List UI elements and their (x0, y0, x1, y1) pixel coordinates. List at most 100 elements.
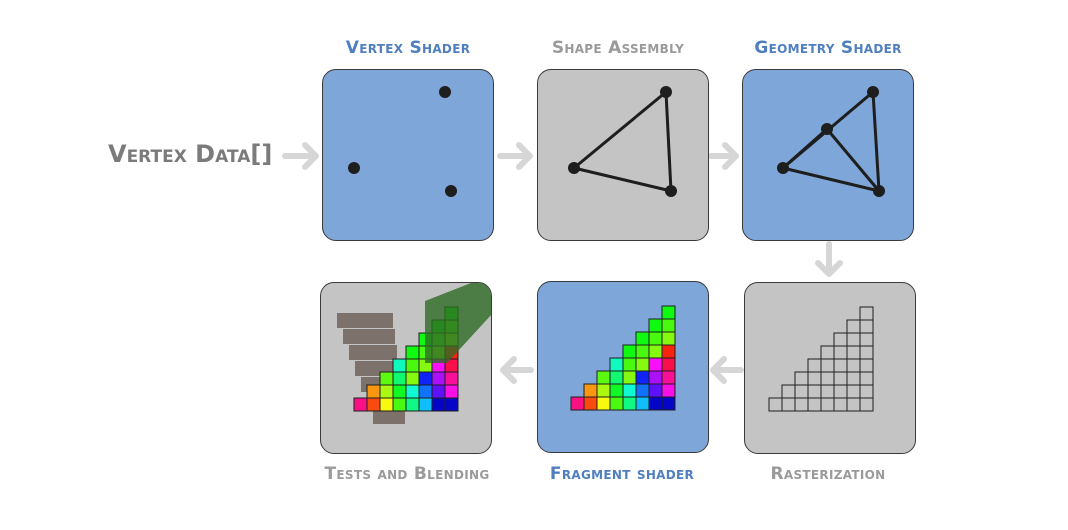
pixel-cell (794, 371, 809, 386)
pixel-cell (859, 384, 874, 399)
fragment-shader-label: Fragment shader (549, 464, 695, 484)
pixel-cell (609, 396, 624, 411)
pixel-cell (859, 332, 874, 347)
pixel-cell (859, 306, 874, 321)
tests-and-blending-label: Tests and Blending (324, 464, 490, 484)
arrow-down-icon (815, 241, 843, 277)
blend-gray-step (373, 409, 405, 424)
pixel-cell (781, 397, 796, 412)
pixel-cell (635, 357, 650, 372)
pixel-cell (353, 397, 368, 412)
pixel-cell (807, 384, 822, 399)
pixel-cell (807, 371, 822, 386)
pixel-cell (405, 371, 420, 386)
subdivided-triangle-icon (777, 86, 885, 197)
rasterization-label: Rasterization (770, 464, 886, 484)
pixel-cell (583, 396, 598, 411)
pixel-cell (820, 358, 835, 373)
pixel-cell (846, 384, 861, 399)
pixel-cell (648, 396, 663, 411)
pixel-cell (622, 383, 637, 398)
pixel-cell (622, 396, 637, 411)
pixel-cell (418, 397, 433, 412)
pixel-cell (859, 371, 874, 386)
pixel-cell (418, 371, 433, 386)
pixel-cell (379, 397, 394, 412)
shape-assembly-stage (537, 69, 709, 241)
pixel-cell (609, 370, 624, 385)
pixel-cell (846, 332, 861, 347)
pixel-cell (820, 397, 835, 412)
fragment-shader-stage (537, 281, 709, 453)
pixel-cell (418, 384, 433, 399)
pixel-cell (583, 383, 598, 398)
pixel-cell (379, 371, 394, 386)
blended-pixel-grid-icon (337, 283, 491, 424)
pixel-cell (794, 384, 809, 399)
pixel-cell (622, 357, 637, 372)
pixel-cell (661, 396, 676, 411)
pixel-cell (444, 371, 459, 386)
colored-pixel-grid-icon (570, 305, 676, 411)
pixel-cell (661, 318, 676, 333)
pixel-cell (846, 319, 861, 334)
pixel-cell (661, 344, 676, 359)
pixel-cell (859, 397, 874, 412)
pixel-cell (833, 384, 848, 399)
pixel-cell (648, 344, 663, 359)
pixel-cell (635, 383, 650, 398)
arrow-left-icon (500, 356, 534, 384)
blend-gray-step (343, 329, 395, 344)
pixel-cell (833, 345, 848, 360)
pixel-cell (635, 331, 650, 346)
pixel-cell (833, 332, 848, 347)
pixel-cell (596, 383, 611, 398)
pixel-cell (781, 384, 796, 399)
pixel-cell (794, 397, 809, 412)
pixel-cell (648, 383, 663, 398)
pixel-cell (661, 357, 676, 372)
pixel-cell (661, 331, 676, 346)
pixel-cell (807, 358, 822, 373)
blend-gray-step (337, 313, 393, 328)
arrow-left-icon (710, 356, 744, 384)
pixel-cell (392, 384, 407, 399)
pixel-cell (431, 384, 446, 399)
pixel-cell (661, 370, 676, 385)
pixel-cell (661, 383, 676, 398)
pixel-cell (596, 370, 611, 385)
pixel-cell (431, 371, 446, 386)
pixel-cell (820, 345, 835, 360)
pixel-cell (846, 358, 861, 373)
three-points-icon (348, 86, 457, 197)
rasterization-stage (744, 282, 916, 454)
pixel-cell (833, 397, 848, 412)
pixel-cell (392, 397, 407, 412)
pixel-cell (661, 305, 676, 320)
vertex-shader-stage (322, 69, 494, 241)
pixel-cell (648, 357, 663, 372)
pixel-cell (622, 344, 637, 359)
geometry-shader-label: Geometry Shader (754, 38, 902, 58)
geometry-shader-stage (742, 69, 914, 241)
pixel-cell (405, 358, 420, 373)
tests-and-blending-stage (320, 282, 492, 454)
pixel-cell (648, 370, 663, 385)
pixel-cell (648, 331, 663, 346)
pixel-cell (846, 397, 861, 412)
pixel-cell (431, 397, 446, 412)
pixel-cell (859, 319, 874, 334)
pixel-cell (846, 345, 861, 360)
pixel-cell (807, 397, 822, 412)
pixel-cell (820, 371, 835, 386)
pixel-cell (768, 397, 783, 412)
pixel-cell (648, 318, 663, 333)
pixel-cell (379, 384, 394, 399)
pixel-cell (392, 358, 407, 373)
vertex-shader-label: Vertex Shader (345, 38, 471, 58)
pixel-cell (405, 397, 420, 412)
pixel-cell (846, 371, 861, 386)
pixel-cell (833, 358, 848, 373)
pixel-grid-icon (768, 306, 874, 412)
